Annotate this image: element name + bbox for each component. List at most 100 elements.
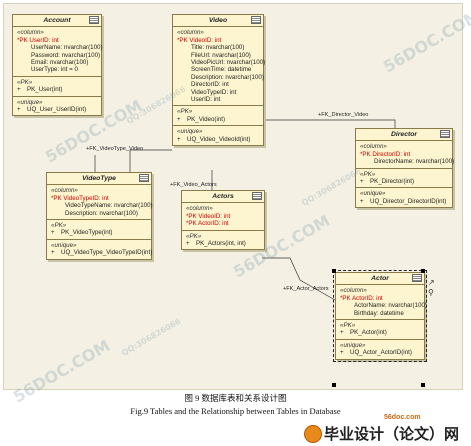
unique-stereotype: «unique» <box>340 341 366 349</box>
logo-text: 毕业设计（论文）网 <box>324 425 460 443</box>
link-icon[interactable]: ⚲ <box>428 288 434 297</box>
column-row: UserName: nvarchar(100) <box>31 44 103 52</box>
pk-row: PK_User(int) <box>27 86 63 94</box>
pk-section: «PK» + PK_Video(int) <box>173 105 263 125</box>
unique-row: UQ_VideoType_VideoTypeID(int) <box>61 249 153 257</box>
columns-stereotype: «column» <box>360 143 387 151</box>
columns-stereotype: «column» <box>186 205 213 213</box>
plus-icon: + <box>360 178 364 186</box>
unique-section: «unique» +UQ_Director_DirectorID(int) <box>356 187 452 207</box>
columns-section: «column» *PK VideoTypeID: int VideoTypeN… <box>47 185 153 219</box>
link-label-actor-actors: +FK_Actor_Actors <box>283 286 329 292</box>
pk-stereotype: «PK» <box>186 232 202 240</box>
resize-handle[interactable] <box>421 383 425 387</box>
column-row: Description: nvarchar(100) <box>65 209 138 217</box>
unique-row: UQ_Video_VideoId(int) <box>187 135 251 143</box>
link-label-video-actors: +FK_Video_Actors <box>170 182 217 188</box>
arrow-icon[interactable]: ↗ <box>428 278 435 287</box>
pk-stereotype: «PK» <box>340 322 356 330</box>
column-row: *PK ActorID: int <box>186 220 229 228</box>
figure-caption-cn: 图 9 数据库表和关系设计图 <box>184 393 287 403</box>
column-row: *PK UserID: int <box>17 36 59 44</box>
column-row: Description: nvarchar(100) <box>191 73 264 81</box>
column-row: DirectorName: nvarchar(100) <box>374 158 455 166</box>
column-row: ActorName: nvarchar(100) <box>354 302 427 310</box>
pk-section: «PK» + PK_VideoType(int) <box>47 219 151 239</box>
pk-row: PK_Video(int) <box>187 115 226 123</box>
columns-section: «column» *PK ActorID: int ActorName: nva… <box>336 285 427 319</box>
pk-section: «PK» +PK_Director(int) <box>356 167 452 188</box>
table-actors[interactable]: Actors «column» *PK VideoID: int *PK Act… <box>181 190 265 251</box>
table-actors-header: Actors <box>182 191 264 204</box>
unique-row: UQ_Actor_ActorID(int) <box>350 349 412 357</box>
table-videotype-title: VideoType <box>82 175 116 182</box>
column-row: Email: nvarchar(100) <box>31 59 89 67</box>
table-director[interactable]: Director «column» *PK DirectorID: int Di… <box>355 128 455 209</box>
table-video-header: Video <box>173 15 263 28</box>
column-row: DirectorID: int <box>191 81 229 89</box>
link-label-videotype-video: +FK_VideoType_Video <box>86 146 144 152</box>
pk-row: PK_Director(int) <box>370 178 415 186</box>
unique-section: «unique» +UQ_Actor_ActorID(int) <box>336 338 424 359</box>
plus-icon: + <box>51 249 55 257</box>
column-row: VideoTypeID: int <box>191 88 237 96</box>
logo-url: 56doc.com <box>384 414 421 421</box>
columns-section: «column» *PK DirectorID: int DirectorNam… <box>356 141 455 167</box>
plus-icon: + <box>177 135 181 143</box>
table-videotype[interactable]: VideoType «column» *PK VideoTypeID: int … <box>46 172 153 260</box>
column-row: VideoPicUrl: nvarchar(100) <box>191 59 266 67</box>
figure-caption-en: Fig.9 Tables and the Relationship betwee… <box>130 406 341 416</box>
logo-badge-icon <box>304 425 322 443</box>
pk-section: «PK» + PK_User(int) <box>13 75 101 96</box>
plus-icon: + <box>186 240 190 248</box>
resize-handle[interactable] <box>332 269 336 273</box>
column-row: UserID: int <box>191 96 221 104</box>
column-row: ScreenTime: datetime <box>191 66 252 74</box>
column-row: *PK ActorID: int <box>340 294 383 302</box>
column-row: Password: nvarchar(100) <box>31 51 101 59</box>
plus-icon: + <box>17 106 21 114</box>
table-video[interactable]: Video «column» *PK VideoID: int Title: n… <box>172 14 266 147</box>
table-actors-title: Actors <box>212 193 234 200</box>
table-actor[interactable]: Actor «column» *PK ActorID: int ActorNam… <box>333 270 427 362</box>
pk-row: PK_VideoType(int) <box>61 229 113 237</box>
column-row: FileUrl: nvarchar(100) <box>191 51 251 59</box>
table-actor-title: Actor <box>371 275 389 282</box>
table-video-title: Video <box>208 17 228 24</box>
pk-section: «PK» +PK_Actors(int, int) <box>182 229 264 250</box>
plus-icon: + <box>51 229 55 237</box>
table-account-title: Account <box>43 17 71 24</box>
pk-row: PK_Actor(int) <box>350 329 387 337</box>
resize-handle[interactable] <box>332 383 336 387</box>
columns-section: «column» *PK VideoID: int Title: nvarcha… <box>173 27 266 105</box>
column-row: *PK DirectorID: int <box>360 150 411 158</box>
column-row: *PK VideoID: int <box>186 212 231 220</box>
table-icon <box>252 192 262 200</box>
unique-row: UQ_User_UserID(int) <box>27 106 87 114</box>
table-videotype-header: VideoType <box>47 173 151 186</box>
resize-handle[interactable] <box>421 269 425 273</box>
plus-icon: + <box>17 86 21 94</box>
column-row: *PK VideoTypeID: int <box>51 194 109 202</box>
pk-stereotype: «PK» <box>51 222 67 230</box>
table-actor-header: Actor <box>336 273 424 286</box>
unique-stereotype: «unique» <box>177 128 203 136</box>
columns-stereotype: «column» <box>340 287 367 295</box>
table-account[interactable]: Account «column» *PK UserID: int UserNam… <box>12 14 103 117</box>
columns-section: «column» *PK UserID: int UserName: nvarc… <box>13 27 103 75</box>
table-icon <box>412 274 422 282</box>
column-row: Birthday: datetime <box>354 309 404 317</box>
unique-section: «unique» + UQ_Video_VideoId(int) <box>173 125 263 145</box>
plus-icon: + <box>340 329 344 337</box>
columns-section: «column» *PK VideoID: int *PK ActorID: i… <box>182 203 264 229</box>
columns-stereotype: «column» <box>51 187 78 195</box>
unique-section: «unique» +UQ_User_UserID(int) <box>13 95 101 116</box>
columns-stereotype: «column» <box>17 29 44 37</box>
pk-stereotype: «PK» <box>177 108 193 116</box>
pk-stereotype: «PK» <box>17 78 33 86</box>
plus-icon: + <box>177 115 181 123</box>
unique-stereotype: «unique» <box>51 241 77 249</box>
table-director-title: Director <box>390 131 418 138</box>
unique-stereotype: «unique» <box>360 190 386 198</box>
